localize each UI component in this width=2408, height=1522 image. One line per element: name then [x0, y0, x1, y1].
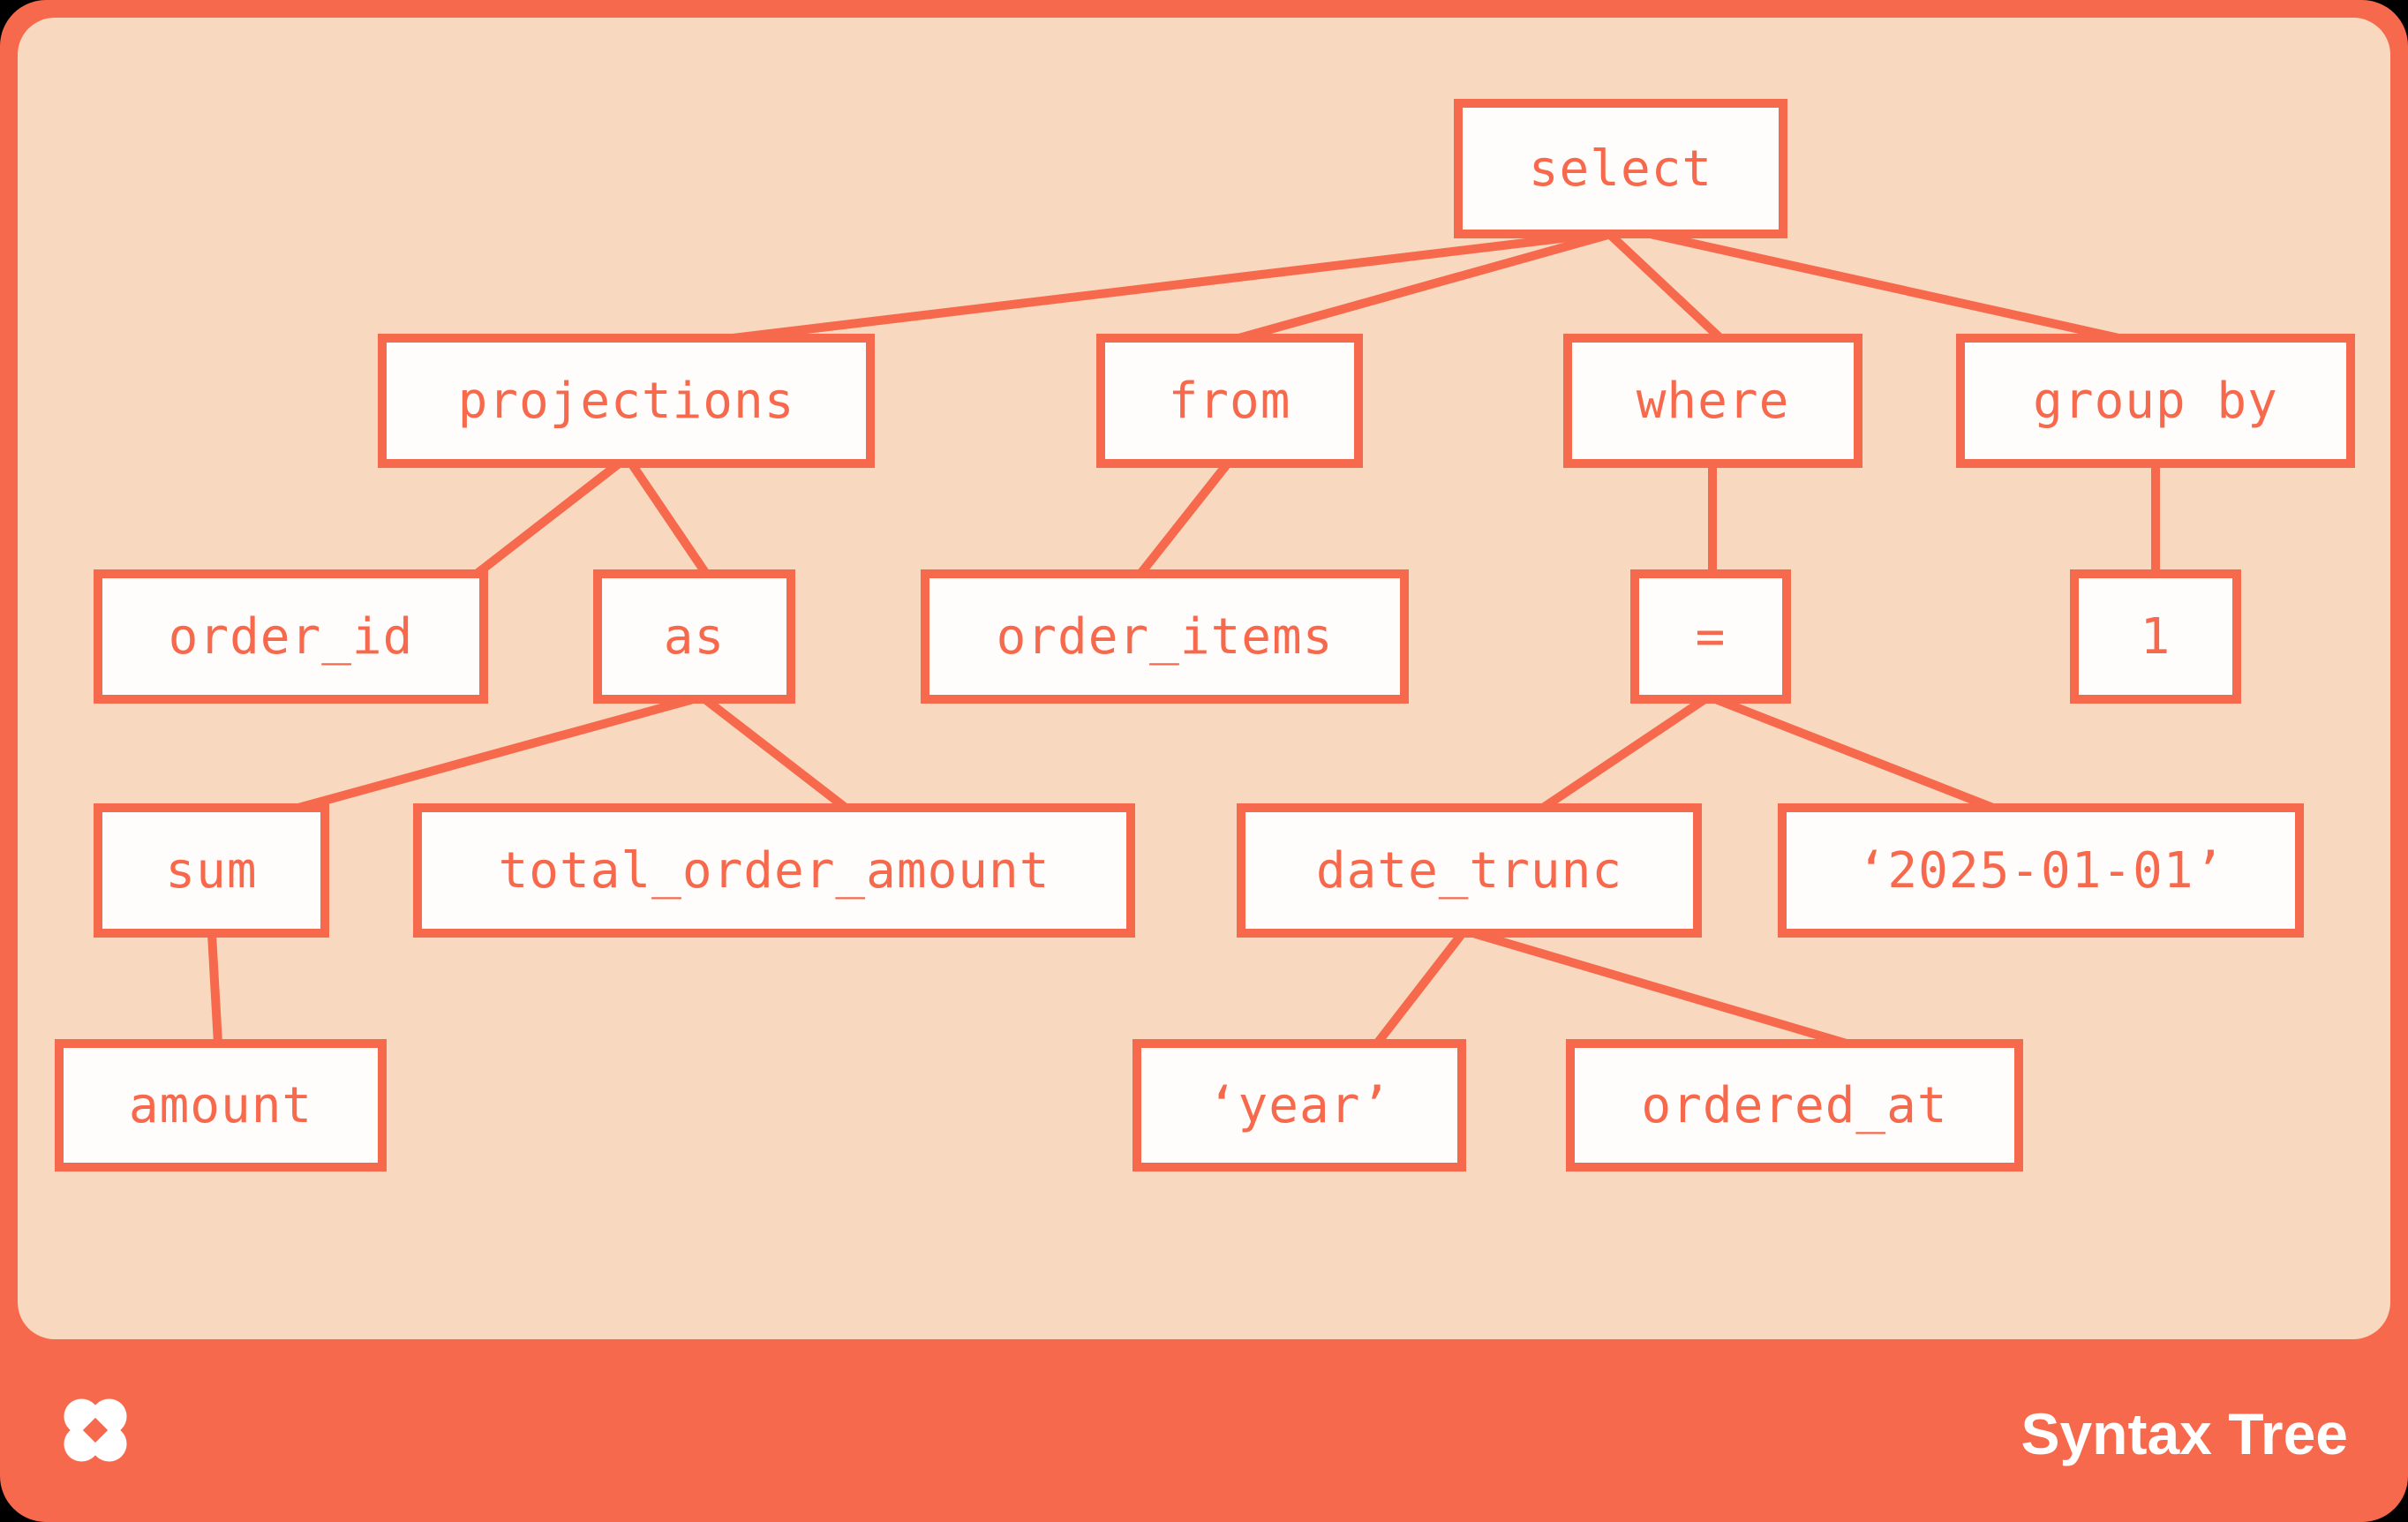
tree-node-total-order-amount: total_order_amount	[413, 803, 1135, 938]
edge-from-order-items	[1136, 460, 1231, 578]
edge-select-projections	[721, 227, 1625, 343]
tree-node-sum: sum	[94, 803, 329, 938]
tree-node-group-by: group by	[1956, 334, 2355, 468]
edge-select-where	[1602, 227, 1726, 343]
edge-select-group-by	[1634, 227, 2127, 343]
footer-title: Syntax Tree	[2020, 1401, 2348, 1466]
tree-node-year-literal: ‘year’	[1133, 1039, 1466, 1172]
edge-select-from	[1231, 227, 1625, 343]
tree-node-amount: amount	[55, 1039, 387, 1172]
tree-node-as: as	[593, 569, 795, 704]
dbt-pinwheel-logo-icon	[64, 1398, 127, 1462]
tree-node-order-items: order_items	[921, 569, 1409, 704]
edge-sum-amount	[207, 930, 222, 1048]
tree-node-ordered-at: ordered_at	[1566, 1039, 2023, 1172]
edge-date-trunc-year	[1373, 930, 1466, 1048]
tree-node-select: select	[1454, 99, 1787, 238]
tree-node-one: 1	[2070, 569, 2241, 704]
edge-projections-as	[628, 460, 711, 578]
tree-node-where: where	[1563, 334, 1862, 468]
tree-node-date-literal: ‘2025-01-01’	[1778, 803, 2304, 938]
tree-node-date-trunc: date_trunc	[1237, 803, 1702, 938]
edge-as-sum	[294, 696, 695, 812]
edge-projections-order-id	[472, 460, 622, 578]
edge-as-total-order-amount	[702, 696, 850, 812]
tree-node-from: from	[1096, 334, 1363, 468]
tree-node-projections: projections	[378, 334, 875, 468]
edge-date-trunc-ordered-at	[1471, 930, 1851, 1048]
edge-eq-date-literal	[1713, 696, 1998, 812]
tree-node-equals: =	[1630, 569, 1791, 704]
edge-eq-date-trunc	[1539, 696, 1708, 812]
tree-node-order-id: order_id	[94, 569, 488, 704]
